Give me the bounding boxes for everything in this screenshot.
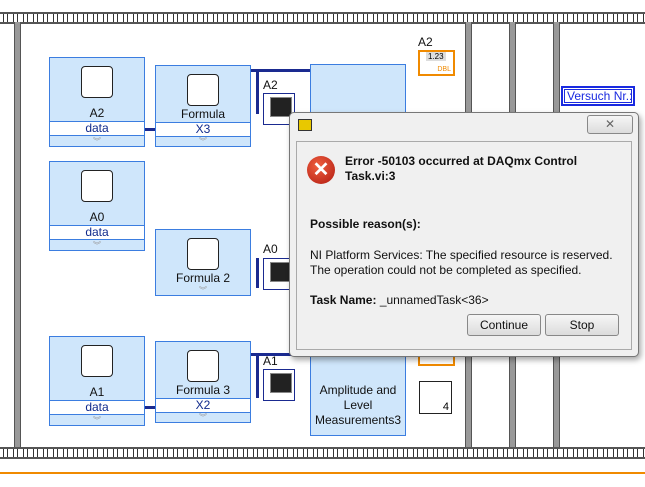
block-name: Formula 3 xyxy=(175,383,231,397)
structure-frame-top xyxy=(0,12,645,24)
block-name: A1 xyxy=(89,385,105,399)
output-terminal[interactable]: data xyxy=(50,121,144,136)
block-name: Measurements3 xyxy=(314,413,402,427)
expand-chevron-icon[interactable]: ︾ xyxy=(199,413,207,422)
task-name: Task Name: _unnamedTask<36> xyxy=(310,293,489,307)
output-terminal[interactable]: X3 xyxy=(156,122,250,137)
wire[interactable] xyxy=(256,258,259,288)
block-name: A0 xyxy=(89,210,105,224)
indicator-value: 1.23 xyxy=(426,52,446,61)
formula-3-block[interactable]: Formula 3 X2 ︾ xyxy=(155,341,251,423)
daq-icon xyxy=(81,345,113,377)
waveform-graph-icon[interactable] xyxy=(263,369,295,401)
expand-chevron-icon[interactable]: ︾ xyxy=(93,416,101,425)
calculator-icon xyxy=(187,74,219,106)
block-name: Level xyxy=(343,398,373,412)
output-terminal[interactable]: data xyxy=(50,225,144,240)
output-terminal[interactable]: data xyxy=(50,400,144,415)
formula-2-block[interactable]: Formula 2 ︾ xyxy=(155,229,251,296)
expand-chevron-icon[interactable]: ︾ xyxy=(93,241,101,250)
daq-assistant-a2[interactable]: A2 data ︾ xyxy=(49,57,145,147)
graph-label: A0 xyxy=(263,242,278,256)
expand-chevron-icon[interactable]: ︾ xyxy=(93,137,101,146)
indicator-label: A2 xyxy=(418,35,433,49)
error-dialog: ✕ ✕ Error -50103 occurred at DAQmx Contr… xyxy=(289,112,639,357)
expand-chevron-icon[interactable]: ︾ xyxy=(199,286,207,295)
calculator-icon xyxy=(187,350,219,382)
graph-label: A1 xyxy=(263,354,278,368)
error-title-line2: Task.vi:3 xyxy=(345,169,396,183)
orange-divider xyxy=(0,472,645,474)
labview-icon xyxy=(298,119,312,131)
wire[interactable] xyxy=(256,69,259,114)
wire[interactable] xyxy=(251,69,311,72)
continue-button[interactable]: Continue xyxy=(467,314,541,336)
block-name: A2 xyxy=(89,106,105,120)
output-terminal[interactable]: X2 xyxy=(156,398,250,413)
block-name: Formula xyxy=(180,107,225,121)
wire[interactable] xyxy=(145,128,155,131)
error-message-line1: NI Platform Services: The specified reso… xyxy=(310,248,613,262)
wire[interactable] xyxy=(251,353,311,356)
task-name-label: Task Name: xyxy=(310,293,377,307)
versuch-nr-indicator[interactable]: Versuch Nr.: xyxy=(561,86,635,106)
stop-button[interactable]: Stop xyxy=(545,314,619,336)
block-name: Formula 2 xyxy=(175,271,231,285)
expand-chevron-icon[interactable]: ︾ xyxy=(199,137,207,146)
calculator-icon xyxy=(187,238,219,270)
task-name-value: _unnamedTask<36> xyxy=(379,293,489,307)
daq-icon xyxy=(81,66,113,98)
frame-border xyxy=(14,22,21,447)
structure-frame-bottom xyxy=(0,447,645,459)
wire[interactable] xyxy=(145,406,155,409)
close-button[interactable]: ✕ xyxy=(587,115,633,134)
daq-assistant-a0[interactable]: A0 data ︾ xyxy=(49,161,145,251)
wire[interactable] xyxy=(256,353,259,398)
indicator-type: DBL xyxy=(437,66,451,73)
graph-label: A2 xyxy=(263,78,278,92)
dbl-indicator[interactable]: 1.23 DBL xyxy=(418,50,455,76)
error-icon: ✕ xyxy=(307,156,335,184)
wait-value: 4 xyxy=(442,401,449,413)
daq-assistant-a1[interactable]: A1 data ︾ xyxy=(49,336,145,426)
error-title: Error -50103 occurred at DAQmx Control xyxy=(345,154,578,168)
formula-block[interactable]: Formula X3 ︾ xyxy=(155,65,251,147)
possible-reasons-heading: Possible reason(s): xyxy=(310,217,421,231)
error-message-line2: The operation could not be completed as … xyxy=(310,263,582,277)
wait-timer-icon[interactable]: 4 xyxy=(419,381,452,414)
block-name: Amplitude and xyxy=(319,383,397,397)
daq-icon xyxy=(81,170,113,202)
